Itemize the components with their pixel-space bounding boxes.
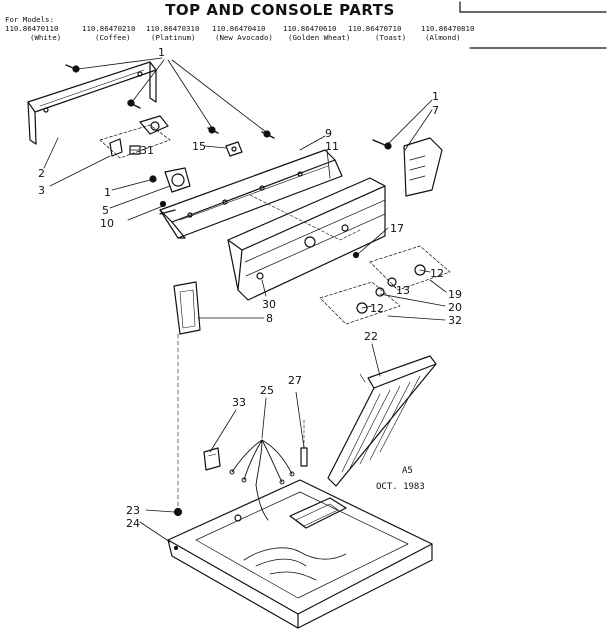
stamp-date: OCT. 1983 xyxy=(376,482,425,492)
part-console-frame xyxy=(159,149,361,241)
models-label: For Models: xyxy=(5,15,54,24)
callout-8: 8 xyxy=(266,312,273,325)
callout-23: 23 xyxy=(126,504,140,517)
callout-17: 17 xyxy=(390,222,404,235)
part-clip xyxy=(225,141,243,157)
part-side-bracket xyxy=(173,281,201,511)
callout-2: 2 xyxy=(38,167,45,180)
model-color: (White) xyxy=(30,33,62,42)
callout-1: 1 xyxy=(104,186,111,199)
callout-19: 19 xyxy=(448,288,462,301)
part-end-cap xyxy=(372,137,443,197)
part-connector xyxy=(203,447,221,471)
callout-22: 22 xyxy=(364,330,378,343)
callout-24: 24 xyxy=(126,517,140,530)
callout-12: 12 xyxy=(370,302,384,315)
model-number: 110.86470410 xyxy=(212,24,266,33)
callout-31: 31 xyxy=(140,144,154,157)
part-push-switches xyxy=(319,245,451,325)
callout-25: 25 xyxy=(260,384,274,397)
callout-32: 32 xyxy=(448,314,462,327)
callout-30: 30 xyxy=(262,298,276,311)
model-number: 110.86470610 xyxy=(283,24,337,33)
callout-15: 15 xyxy=(192,140,206,153)
part-console-panel xyxy=(227,177,386,301)
model-color: (Almond) xyxy=(425,33,461,42)
screw-top-mid xyxy=(127,99,141,109)
part-wire-harness xyxy=(229,439,295,521)
model-color: (Toast) xyxy=(375,33,407,42)
screw-right xyxy=(261,130,275,139)
leader-lines xyxy=(43,57,447,543)
model-number: 110.86470210 xyxy=(82,24,136,33)
stamp-code: A5 xyxy=(402,466,413,476)
callout-20: 20 xyxy=(448,301,462,314)
callout-33: 33 xyxy=(232,396,246,409)
part-screw-bottom xyxy=(173,507,183,517)
callout-5: 5 xyxy=(102,204,109,217)
model-color: (Platinum) xyxy=(151,33,196,42)
screw-top-left xyxy=(65,64,80,73)
callout-labels: 1 1 7 9 11 2 3 31 15 1 5 10 17 12 13 19 … xyxy=(38,46,462,530)
callout-7: 7 xyxy=(432,104,439,117)
model-color: (Golden Wheat) xyxy=(288,33,351,42)
screw-mid xyxy=(207,126,219,134)
header-frame xyxy=(459,1,607,49)
callout-27: 27 xyxy=(288,374,302,387)
part-rear-bracket xyxy=(27,61,157,145)
callout-13: 13 xyxy=(396,284,410,297)
callout-12: 12 xyxy=(430,267,444,280)
callout-1: 1 xyxy=(158,46,165,59)
model-color: (Coffee) xyxy=(95,33,131,42)
model-number: 110.86470310 xyxy=(146,24,200,33)
part-filter-grille xyxy=(327,355,437,487)
model-color: (New Avocado) xyxy=(215,33,273,42)
callout-10: 10 xyxy=(100,217,114,230)
model-number: 110.86470110 xyxy=(5,24,59,33)
page-title: TOP AND CONSOLE PARTS xyxy=(165,1,395,19)
callout-1: 1 xyxy=(432,90,439,103)
callout-11: 11 xyxy=(325,140,339,153)
part-sensor-post xyxy=(300,419,308,467)
callout-9: 9 xyxy=(325,127,332,140)
model-number: 110.86470810 xyxy=(421,24,475,33)
part-main-top xyxy=(167,479,433,629)
part-switch-assembly xyxy=(99,115,171,159)
model-number: 110.86470710 xyxy=(348,24,402,33)
callout-3: 3 xyxy=(38,184,45,197)
